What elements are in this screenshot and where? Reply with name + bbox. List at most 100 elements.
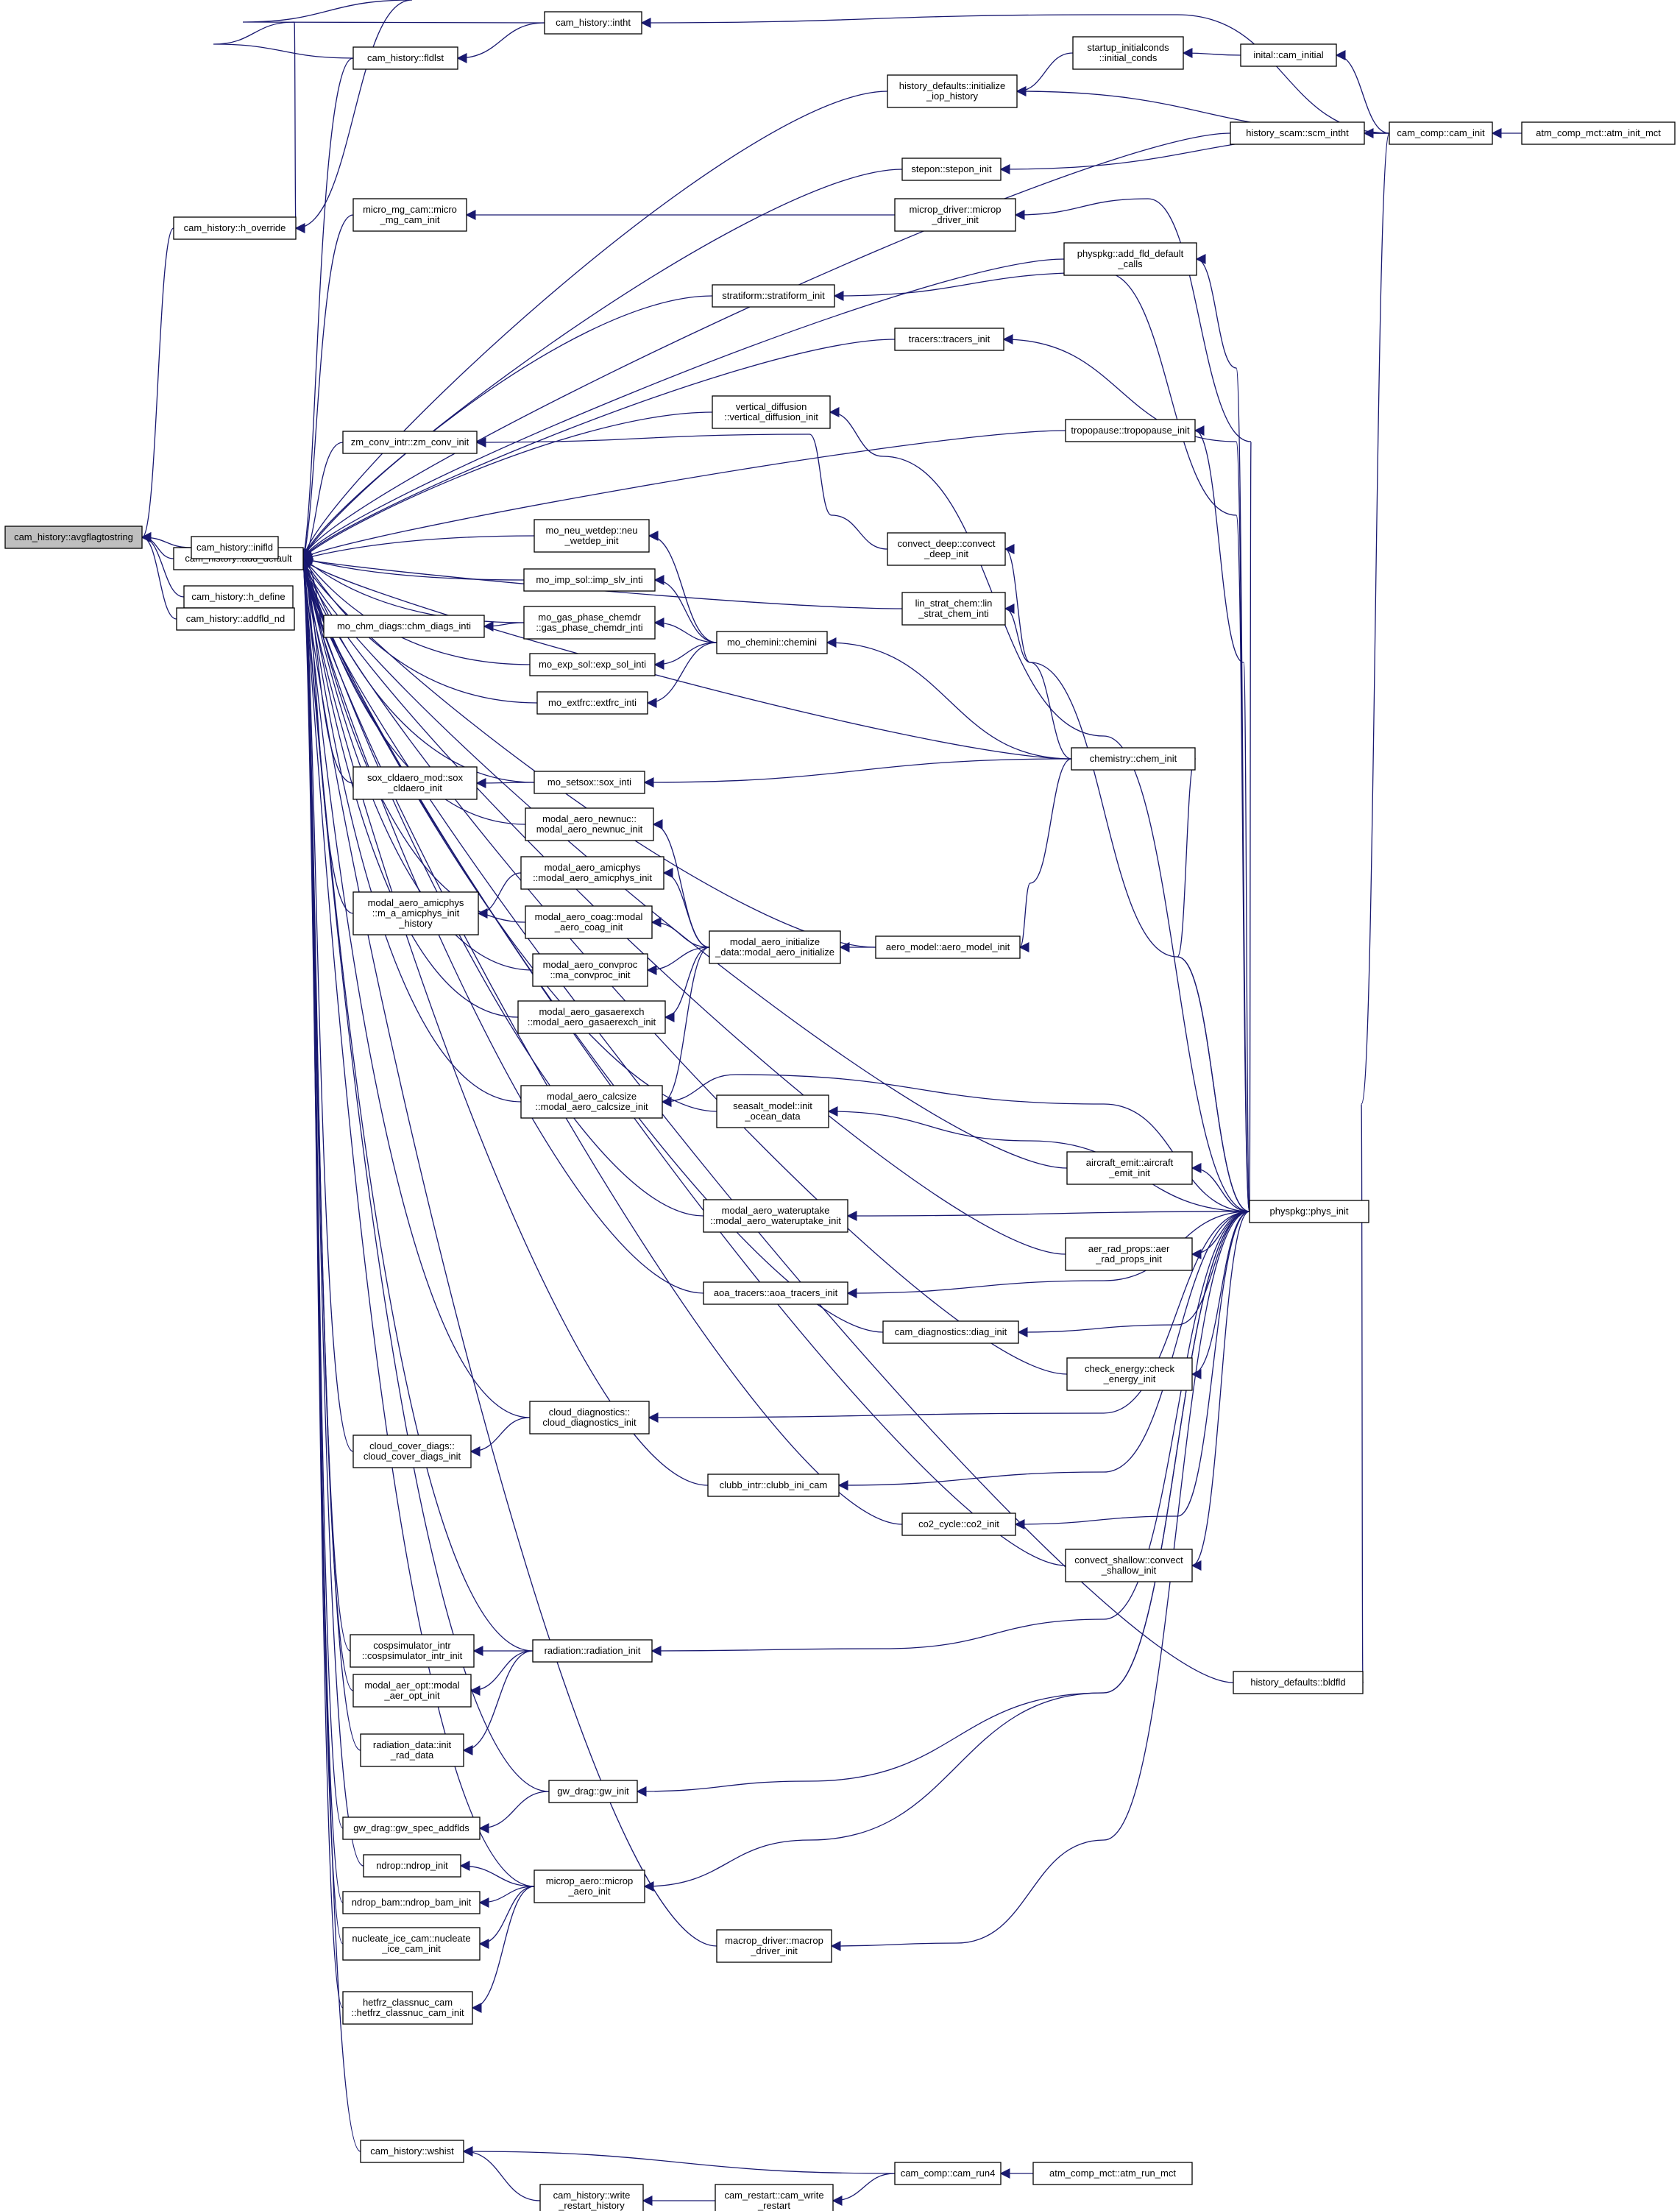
node-cam-diag[interactable]: cam_diagnostics::diag_init <box>882 1320 1019 1344</box>
node-stratiform[interactable]: stratiform::stratiform_init <box>712 284 835 308</box>
node-seasalt[interactable]: seasalt_model::init_ocean_data <box>716 1094 829 1128</box>
node-lin-strat[interactable]: lin_strat_chem::lin_strat_chem_inti <box>901 592 1006 626</box>
node-label: _mg_cam_init <box>380 214 440 225</box>
node-inital[interactable]: inital::cam_initial <box>1240 43 1337 67</box>
node-check-energy[interactable]: check_energy::check_energy_init <box>1066 1357 1193 1391</box>
node-gw-init[interactable]: gw_drag::gw_init <box>548 1780 638 1803</box>
node-microp-drv[interactable]: microp_driver::microp_driver_init <box>894 198 1016 232</box>
node-fldlst[interactable]: cam_history::fldlst <box>352 46 458 70</box>
node-addfld-nd[interactable]: cam_history::addfld_nd <box>176 607 295 631</box>
edge-phys_init-to-aoa <box>846 1211 1250 1298</box>
node-atm-init[interactable]: atm_comp_mct::atm_init_mct <box>1521 121 1676 145</box>
node-mo-neu[interactable]: mo_neu_wetdep::neu_wetdep_init <box>534 519 650 553</box>
node-ma-init[interactable]: modal_aero_initialize_data::modal_aero_i… <box>709 930 841 964</box>
node-wateruptake[interactable]: modal_aero_wateruptake::modal_aero_water… <box>703 1199 848 1233</box>
node-mo-extfrc[interactable]: mo_extfrc::extfrc_inti <box>536 691 648 715</box>
node-gw-spec[interactable]: gw_drag::gw_spec_addflds <box>342 1816 481 1840</box>
node-cam-write-restart[interactable]: cam_restart::cam_write_restart <box>715 2184 834 2211</box>
node-cam-init[interactable]: cam_comp::cam_init <box>1389 121 1493 145</box>
node-hetfrz[interactable]: hetfrz_classnuc_cam::hetfrz_classnuc_cam… <box>342 1991 473 2025</box>
node-amicphys[interactable]: modal_aero_amicphys::modal_aero_amicphys… <box>520 856 664 890</box>
node-hist-def-iop[interactable]: history_defaults::initialize_iop_history <box>887 74 1018 108</box>
node-cam-run4[interactable]: cam_comp::cam_run4 <box>894 2162 1002 2185</box>
edge-mo_chemini-to-mo_imp <box>653 575 717 643</box>
node-calcsize[interactable]: modal_aero_calcsize::modal_aero_calcsize… <box>520 1085 663 1119</box>
node-wshist[interactable]: cam_history::wshist <box>360 2140 464 2163</box>
node-phys-init[interactable]: physpkg::phys_init <box>1249 1200 1369 1223</box>
node-startup[interactable]: startup_initialconds::initial_conds <box>1072 36 1184 70</box>
node-convect-deep[interactable]: convect_deep::convect_deep_init <box>887 532 1006 566</box>
node-box <box>173 216 297 240</box>
node-microp-aero[interactable]: microp_aero::microp_aero_init <box>534 1869 645 1903</box>
node-h-define[interactable]: cam_history::h_define <box>183 585 294 609</box>
node-m-a-amicphys[interactable]: modal_aero_amicphys::m_a_amicphys_init_h… <box>352 891 479 935</box>
edge-hist_def_iop-to-add_default <box>300 91 888 560</box>
node-mo-chm-diags[interactable]: mo_chm_diags::chm_diags_inti <box>323 615 485 638</box>
node-aero-model[interactable]: aero_model::aero_model_init <box>875 935 1021 959</box>
node-rad-data[interactable]: radiation_data::init_rad_data <box>360 1733 464 1767</box>
node-newnuc[interactable]: modal_aero_newnuc::modal_aero_newnuc_ini… <box>525 807 654 841</box>
node-intht[interactable]: cam_history::intht <box>544 11 642 35</box>
node-box <box>1063 242 1197 276</box>
node-co2[interactable]: co2_cycle::co2_init <box>901 1513 1016 1536</box>
node-label: _wetdep_init <box>564 535 619 546</box>
node-aircraft[interactable]: aircraft_emit::aircraft_emit_init <box>1066 1151 1193 1185</box>
edge-newnuc-to-add_default <box>301 557 526 825</box>
node-ndrop[interactable]: ndrop::ndrop_init <box>363 1854 461 1878</box>
node-zm-conv[interactable]: zm_conv_intr::zm_conv_init <box>342 431 478 454</box>
node-coag[interactable]: modal_aero_coag::modal_aero_coag_init <box>525 905 653 939</box>
node-vdiff[interactable]: vertical_diffusion::vertical_diffusion_i… <box>712 395 831 429</box>
edge-chem_init-to-lin_strat <box>1004 604 1072 760</box>
node-cloud-cover[interactable]: cloud_cover_diags::cloud_cover_diags_ini… <box>352 1435 472 1468</box>
node-micro-mg[interactable]: micro_mg_cam::micro_mg_cam_init <box>352 198 467 232</box>
node-box <box>532 953 648 987</box>
node-avgflag[interactable]: cam_history::avgflagtostring <box>4 526 143 549</box>
node-convproc[interactable]: modal_aero_convproc::ma_convproc_init <box>532 953 648 987</box>
node-mo-chemini[interactable]: mo_chemini::chemini <box>716 631 828 654</box>
node-label: cloud_diagnostics:: <box>549 1407 631 1418</box>
node-macrop[interactable]: macrop_driver::macrop_driver_init <box>716 1929 832 1963</box>
node-aoa[interactable]: aoa_tracers::aoa_tracers_init <box>703 1281 848 1305</box>
edge-microp_aero-to-add_default <box>298 557 535 1887</box>
node-box <box>191 536 279 559</box>
node-cospsim[interactable]: cospsimulator_intr::cospsimulator_intr_i… <box>350 1634 475 1668</box>
node-sox-cld[interactable]: sox_cldaero_mod::sox_cldaero_init <box>352 766 478 800</box>
node-mo-exp[interactable]: mo_exp_sol::exp_sol_inti <box>529 653 656 676</box>
node-box <box>703 1199 848 1233</box>
edge-phys_init-to-cam_diag <box>1017 1211 1250 1337</box>
node-box <box>523 606 656 640</box>
node-convect-shallow[interactable]: convect_shallow::convect_shallow_init <box>1065 1549 1193 1582</box>
node-ndrop-bam[interactable]: ndrop_bam::ndrop_bam_init <box>342 1891 481 1914</box>
node-mo-imp[interactable]: mo_imp_sol::imp_slv_inti <box>523 568 656 592</box>
edge-phys_init-to-macrop <box>830 1211 1250 1951</box>
node-cloud-diag[interactable]: cloud_diagnostics::cloud_diagnostics_ini… <box>529 1401 650 1435</box>
edge-phys_init-to-aircraft <box>1191 1163 1250 1212</box>
node-tracers[interactable]: tracers::tracers_init <box>894 328 1004 351</box>
node-scm-intht[interactable]: history_scam::scm_intht <box>1230 121 1365 145</box>
node-bldfld[interactable]: history_defaults::bldfld <box>1233 1671 1364 1694</box>
node-label: _rad_props_init <box>1095 1253 1162 1264</box>
node-clubb[interactable]: clubb_intr::clubb_ini_cam <box>707 1474 840 1497</box>
node-h-override[interactable]: cam_history::h_override <box>173 216 297 240</box>
node-atm-run[interactable]: atm_comp_mct::atm_run_mct <box>1032 2162 1193 2185</box>
node-box <box>360 2140 464 2163</box>
node-label: cam_comp::cam_init <box>1397 127 1485 138</box>
node-tropopause[interactable]: tropopause::tropopause_init <box>1065 419 1196 442</box>
node-chem-init[interactable]: chemistry::chem_init <box>1071 747 1196 771</box>
edge-mo_chemini-to-mo_gas <box>653 618 717 643</box>
node-aer-rad[interactable]: aer_rad_props::aer_rad_props_init <box>1065 1237 1193 1271</box>
node-modal-aer-opt[interactable]: modal_aer_opt::modal_aer_opt_init <box>352 1674 472 1708</box>
node-label: history_defaults::initialize <box>899 80 1006 91</box>
node-write-restart[interactable]: cam_history::write_restart_history <box>539 2184 644 2211</box>
node-inifld[interactable]: cam_history::inifld <box>191 536 279 559</box>
node-add-fld-def[interactable]: physpkg::add_fld_default_calls <box>1063 242 1197 276</box>
node-label: stepon::stepon_init <box>911 163 992 174</box>
node-stepon[interactable]: stepon::stepon_init <box>901 158 1002 181</box>
node-nucleate[interactable]: nucleate_ice_cam::nucleate_ice_cam_init <box>342 1927 481 1961</box>
node-mo-gas[interactable]: mo_gas_phase_chemdr::gas_phase_chemdr_in… <box>523 606 656 640</box>
node-mo-setsox[interactable]: mo_setsox::sox_inti <box>534 771 645 794</box>
edge-add_default-to-avgflag <box>141 532 174 559</box>
node-radiation[interactable]: radiation::radiation_init <box>532 1639 653 1663</box>
node-gasaerexch[interactable]: modal_aero_gasaerexch::modal_aero_gasaer… <box>517 1000 666 1034</box>
node-box <box>901 158 1002 181</box>
